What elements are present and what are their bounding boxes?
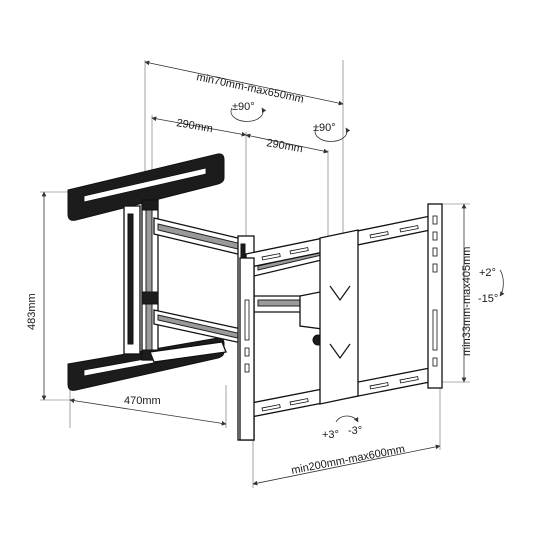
- level-plus-label: +3°: [322, 429, 339, 441]
- tv-bracket: [239, 203, 443, 441]
- vertical-range-label: min33mm-max405mm: [461, 247, 473, 356]
- wall-width-label: 470mm: [124, 395, 161, 407]
- level-minus-label: -3°: [348, 425, 362, 437]
- swivel-right-label: ±90°: [313, 122, 336, 134]
- tilt-down-label: -15°: [478, 293, 498, 305]
- arm-left-label: 290mm: [175, 117, 213, 135]
- rotation-arrows: [230, 107, 505, 423]
- dimension-lines: [40, 60, 470, 488]
- swivel-left-label: ±90°: [232, 101, 255, 113]
- tilt-up-label: +2°: [479, 267, 496, 279]
- arm-right-label: 290mm: [265, 137, 303, 155]
- horizontal-range-label: min200mm-max600mm: [290, 443, 406, 477]
- height-label: 483mm: [26, 293, 38, 330]
